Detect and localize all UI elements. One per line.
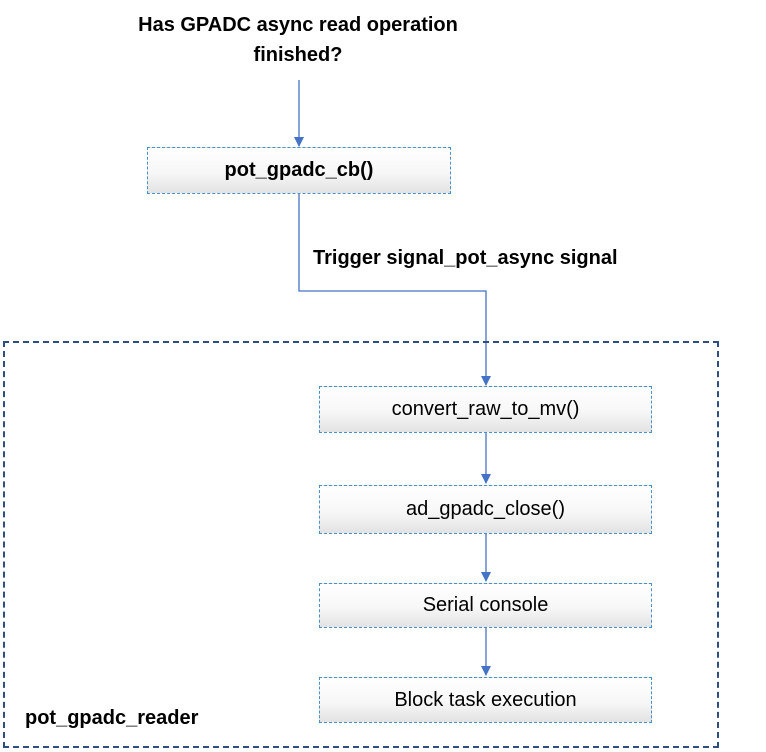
step-label: ad_gpadc_close() — [406, 498, 565, 520]
reader-task-region — [3, 341, 719, 748]
step-block-task-execution: Block task execution — [319, 677, 652, 723]
diagram-title: Has GPADC async read operation finished? — [138, 14, 458, 66]
step-label: Serial console — [422, 594, 549, 616]
callback-box-label: pot_gpadc_cb() — [224, 159, 374, 181]
step-convert-raw-to-mv: convert_raw_to_mv() — [319, 386, 652, 433]
step-serial-console: Serial console — [319, 583, 652, 628]
step-ad-gpadc-close: ad_gpadc_close() — [319, 485, 652, 534]
step-label: convert_raw_to_mv() — [391, 398, 580, 420]
step-label: Block task execution — [394, 688, 577, 711]
trigger-label: Trigger signal_pot_async signal — [313, 247, 618, 269]
reader-region-label: pot_gpadc_reader — [25, 707, 199, 729]
callback-box: pot_gpadc_cb() — [147, 147, 451, 194]
arrow-callback-to-convert — [298, 194, 491, 386]
